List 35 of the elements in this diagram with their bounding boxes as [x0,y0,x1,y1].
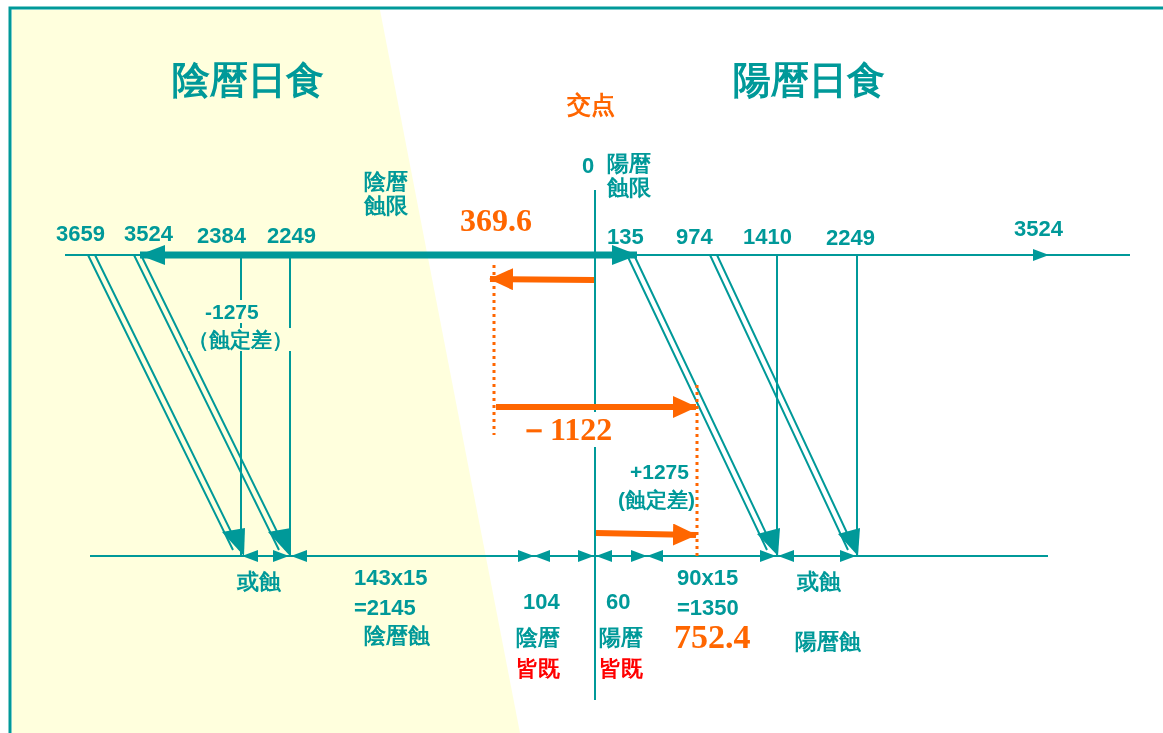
value-label: 90x15 [677,566,739,591]
limit-label: 陰暦蝕限 [364,170,409,219]
value-label: 60 [606,590,631,615]
value-label: 135 [607,225,644,250]
value-label: 143x15 [354,566,428,591]
value-label: -1275 [205,300,259,324]
value-label: 1410 [743,225,792,250]
value-label: =2145 [354,596,416,621]
span-label: 陽暦蝕 [795,630,861,655]
value-label: 2249 [826,226,875,251]
value-label: 3659 [56,222,105,247]
value-label: 2249 [267,224,316,249]
note-label: (蝕定差) [618,488,695,512]
span-label: 皆既 [516,657,560,682]
value-label: 3524 [1014,217,1063,242]
note-label: （蝕定差） [188,328,293,352]
span-label: 或蝕 [237,570,281,595]
heading: 陽暦日食 [733,60,885,102]
value-label: 369.6 [460,203,532,239]
span-label: 皆既 [599,657,643,682]
span-label: 陰暦蝕 [364,624,430,649]
value-label: 974 [676,225,713,250]
span-label: 陽暦 [599,626,643,651]
value-label: 752.4 [674,618,751,656]
value-label: 0 [582,154,595,179]
value-label: 3524 [124,222,173,247]
span-label: 或蝕 [797,570,841,595]
heading: 陰暦日食 [172,60,324,102]
limit-label: 陽暦蝕限 [607,152,652,201]
value-label: =1350 [677,596,739,621]
value-label: +1275 [630,460,689,484]
value-label: 104 [523,590,560,615]
node-label: 交点 [567,92,615,119]
span-label: 陰暦 [516,626,560,651]
value-label: 2384 [197,224,246,249]
